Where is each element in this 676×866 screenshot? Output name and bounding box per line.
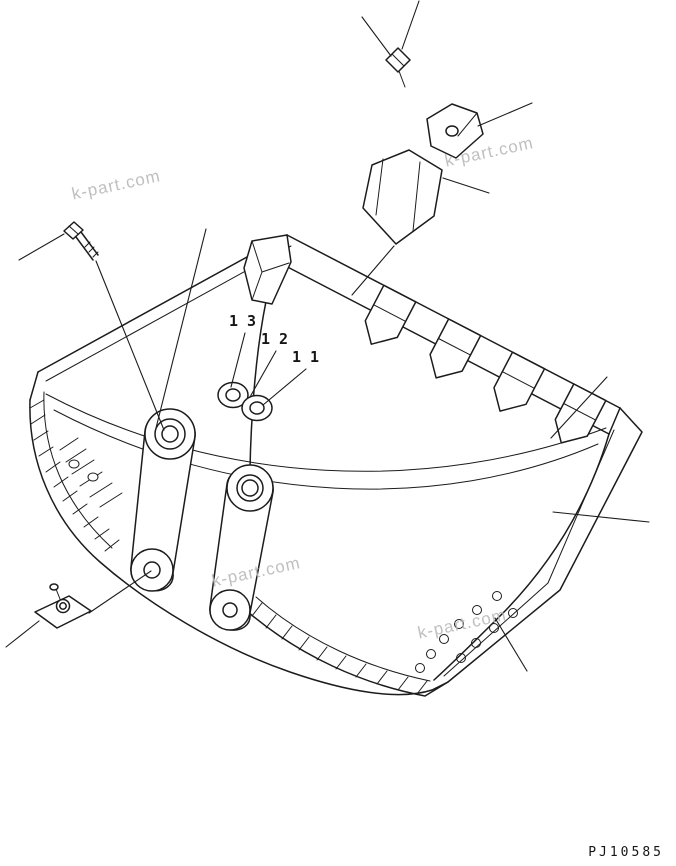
left-rim-hatching bbox=[29, 399, 123, 552]
mounted-tooth-4 bbox=[554, 383, 607, 444]
bottom-lip bbox=[247, 596, 449, 697]
bucket-tooth bbox=[362, 149, 443, 245]
drawing-number: PJ10585 bbox=[588, 845, 664, 860]
callout-13: 13 bbox=[229, 312, 266, 330]
mount-plate-and-nut bbox=[34, 583, 92, 629]
hinge-link-inner bbox=[209, 464, 274, 631]
side-plate-hole-pattern bbox=[415, 591, 518, 673]
mounted-tooth-2 bbox=[429, 318, 482, 379]
tooth-adapter bbox=[426, 103, 484, 159]
bucket-shell bbox=[29, 234, 643, 696]
leader-lines bbox=[5, 0, 650, 672]
callout-12: 12 bbox=[261, 330, 298, 348]
bottom-lip-hatching bbox=[251, 602, 428, 695]
rim-holes bbox=[68, 459, 99, 482]
mounted-tooth-3 bbox=[493, 351, 546, 412]
corner-shroud bbox=[243, 234, 292, 305]
hinge-bolt bbox=[63, 221, 99, 261]
washer-pair bbox=[217, 381, 273, 422]
tooth-lock-pin bbox=[385, 47, 411, 88]
hinge-link-outer bbox=[130, 408, 196, 592]
mounted-tooth-1 bbox=[364, 284, 417, 345]
callout-11: 11 bbox=[292, 348, 329, 366]
